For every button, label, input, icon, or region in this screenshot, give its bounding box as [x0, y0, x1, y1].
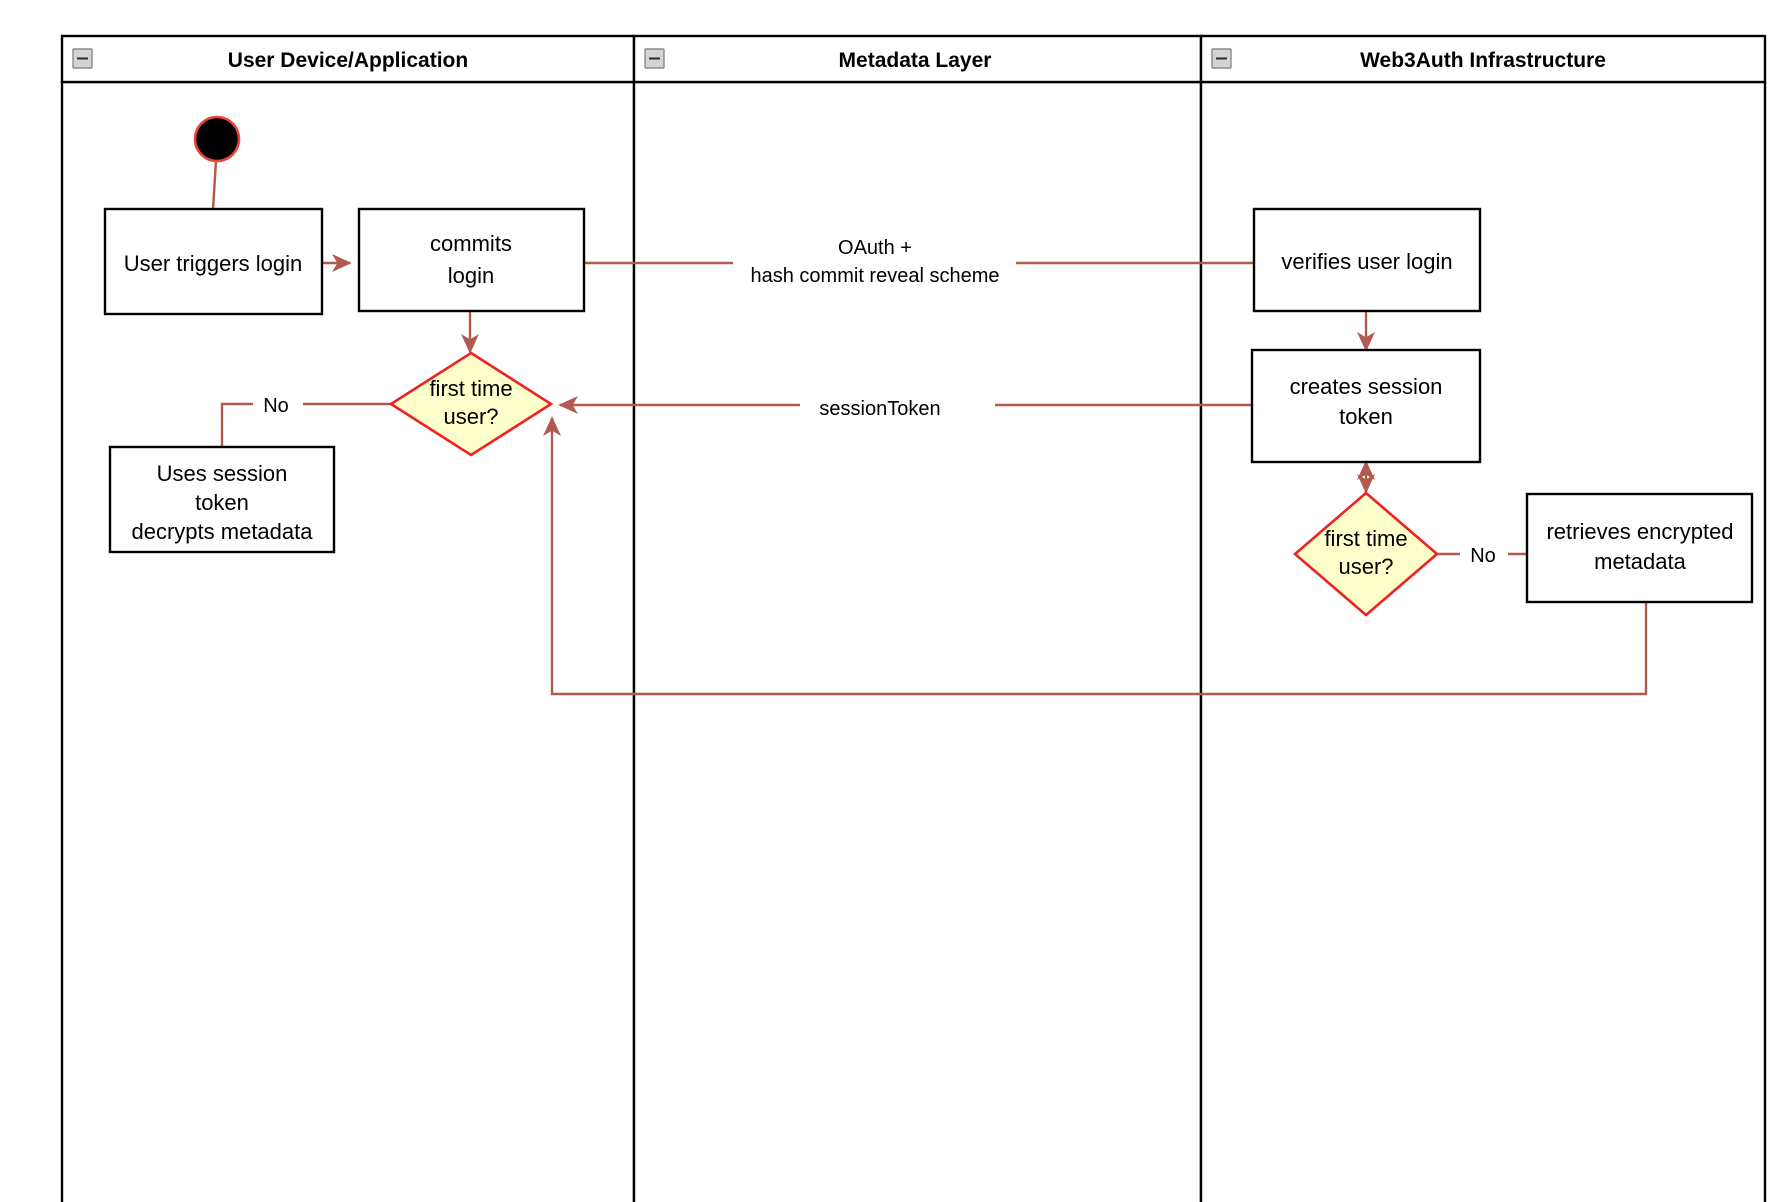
edge-label-sessiontoken: sessionToken [819, 398, 940, 420]
swimlane-web3auth-title: Web3Auth Infrastructure [1360, 49, 1606, 72]
nodes-container: User triggers login commits login first … [103, 115, 1754, 617]
edge-label-no-right: No [1470, 545, 1496, 567]
node-user-triggers-login[interactable]: User triggers login [103, 207, 324, 316]
edges-container: OAuth + hash commit reveal scheme No ses… [211, 160, 1648, 696]
node-first-time-user-right[interactable]: first time user? [1293, 491, 1439, 617]
edge-label-no-left: No [263, 395, 289, 417]
node-first-time-user-left-label-line1: first time [429, 376, 512, 401]
swimlane-metadata-title: Metadata Layer [839, 49, 992, 72]
swimlane-user-device-header[interactable] [60, 34, 636, 84]
node-commits-login[interactable]: commits login [357, 207, 586, 313]
node-uses-session-token-label-line1: Uses session [157, 461, 288, 486]
node-first-time-user-left-label-line2: user? [443, 404, 498, 429]
node-verifies-user-login[interactable]: verifies user login [1252, 207, 1482, 313]
node-uses-session-token-label-line3: decrypts metadata [132, 519, 314, 544]
swimlane-metadata[interactable]: Metadata Layer [632, 34, 1203, 1202]
minus-icon[interactable] [72, 48, 93, 69]
node-creates-session-token[interactable]: creates session token [1250, 348, 1482, 464]
node-first-time-user-left[interactable]: first time user? [388, 351, 554, 457]
edge-label-oauth-line2: hash commit reveal scheme [751, 265, 1000, 287]
edge-label-no-left-bg [253, 389, 303, 419]
node-verifies-user-login-label: verifies user login [1281, 249, 1452, 274]
edge-start-to-trigger [211, 160, 218, 210]
node-commits-login-label-line1: commits [430, 231, 512, 256]
edge-label-no-right-bg [1460, 539, 1508, 569]
node-creates-session-token-label-line1: creates session [1290, 374, 1443, 399]
minus-icon[interactable] [1211, 48, 1232, 69]
swimlane-user-device-title: User Device/Application [228, 49, 468, 72]
initial-node[interactable] [193, 115, 241, 163]
node-creates-session-token-label-line2: token [1339, 404, 1393, 429]
node-uses-session-token-label-line2: token [195, 490, 249, 515]
node-retrieves-encrypted-metadata-label-line2: metadata [1594, 549, 1686, 574]
node-uses-session-token[interactable]: Uses session token decrypts metadata [108, 445, 336, 554]
node-user-triggers-login-label: User triggers login [124, 251, 303, 276]
node-first-time-user-right-label-line1: first time [1324, 526, 1407, 551]
minus-icon[interactable] [644, 48, 665, 69]
node-first-time-user-right-label-line2: user? [1338, 554, 1393, 579]
edge-retrieves-return [543, 416, 1648, 696]
edge-label-oauth-line1: OAuth + [838, 237, 912, 259]
node-retrieves-encrypted-metadata-label-line1: retrieves encrypted [1546, 519, 1733, 544]
node-retrieves-encrypted-metadata[interactable]: retrieves encrypted metadata [1525, 492, 1754, 604]
node-commits-login-label-line2: login [448, 263, 494, 288]
swimlane-metadata-body [632, 80, 1203, 1202]
swimlane-web3auth-header[interactable] [1199, 34, 1767, 84]
